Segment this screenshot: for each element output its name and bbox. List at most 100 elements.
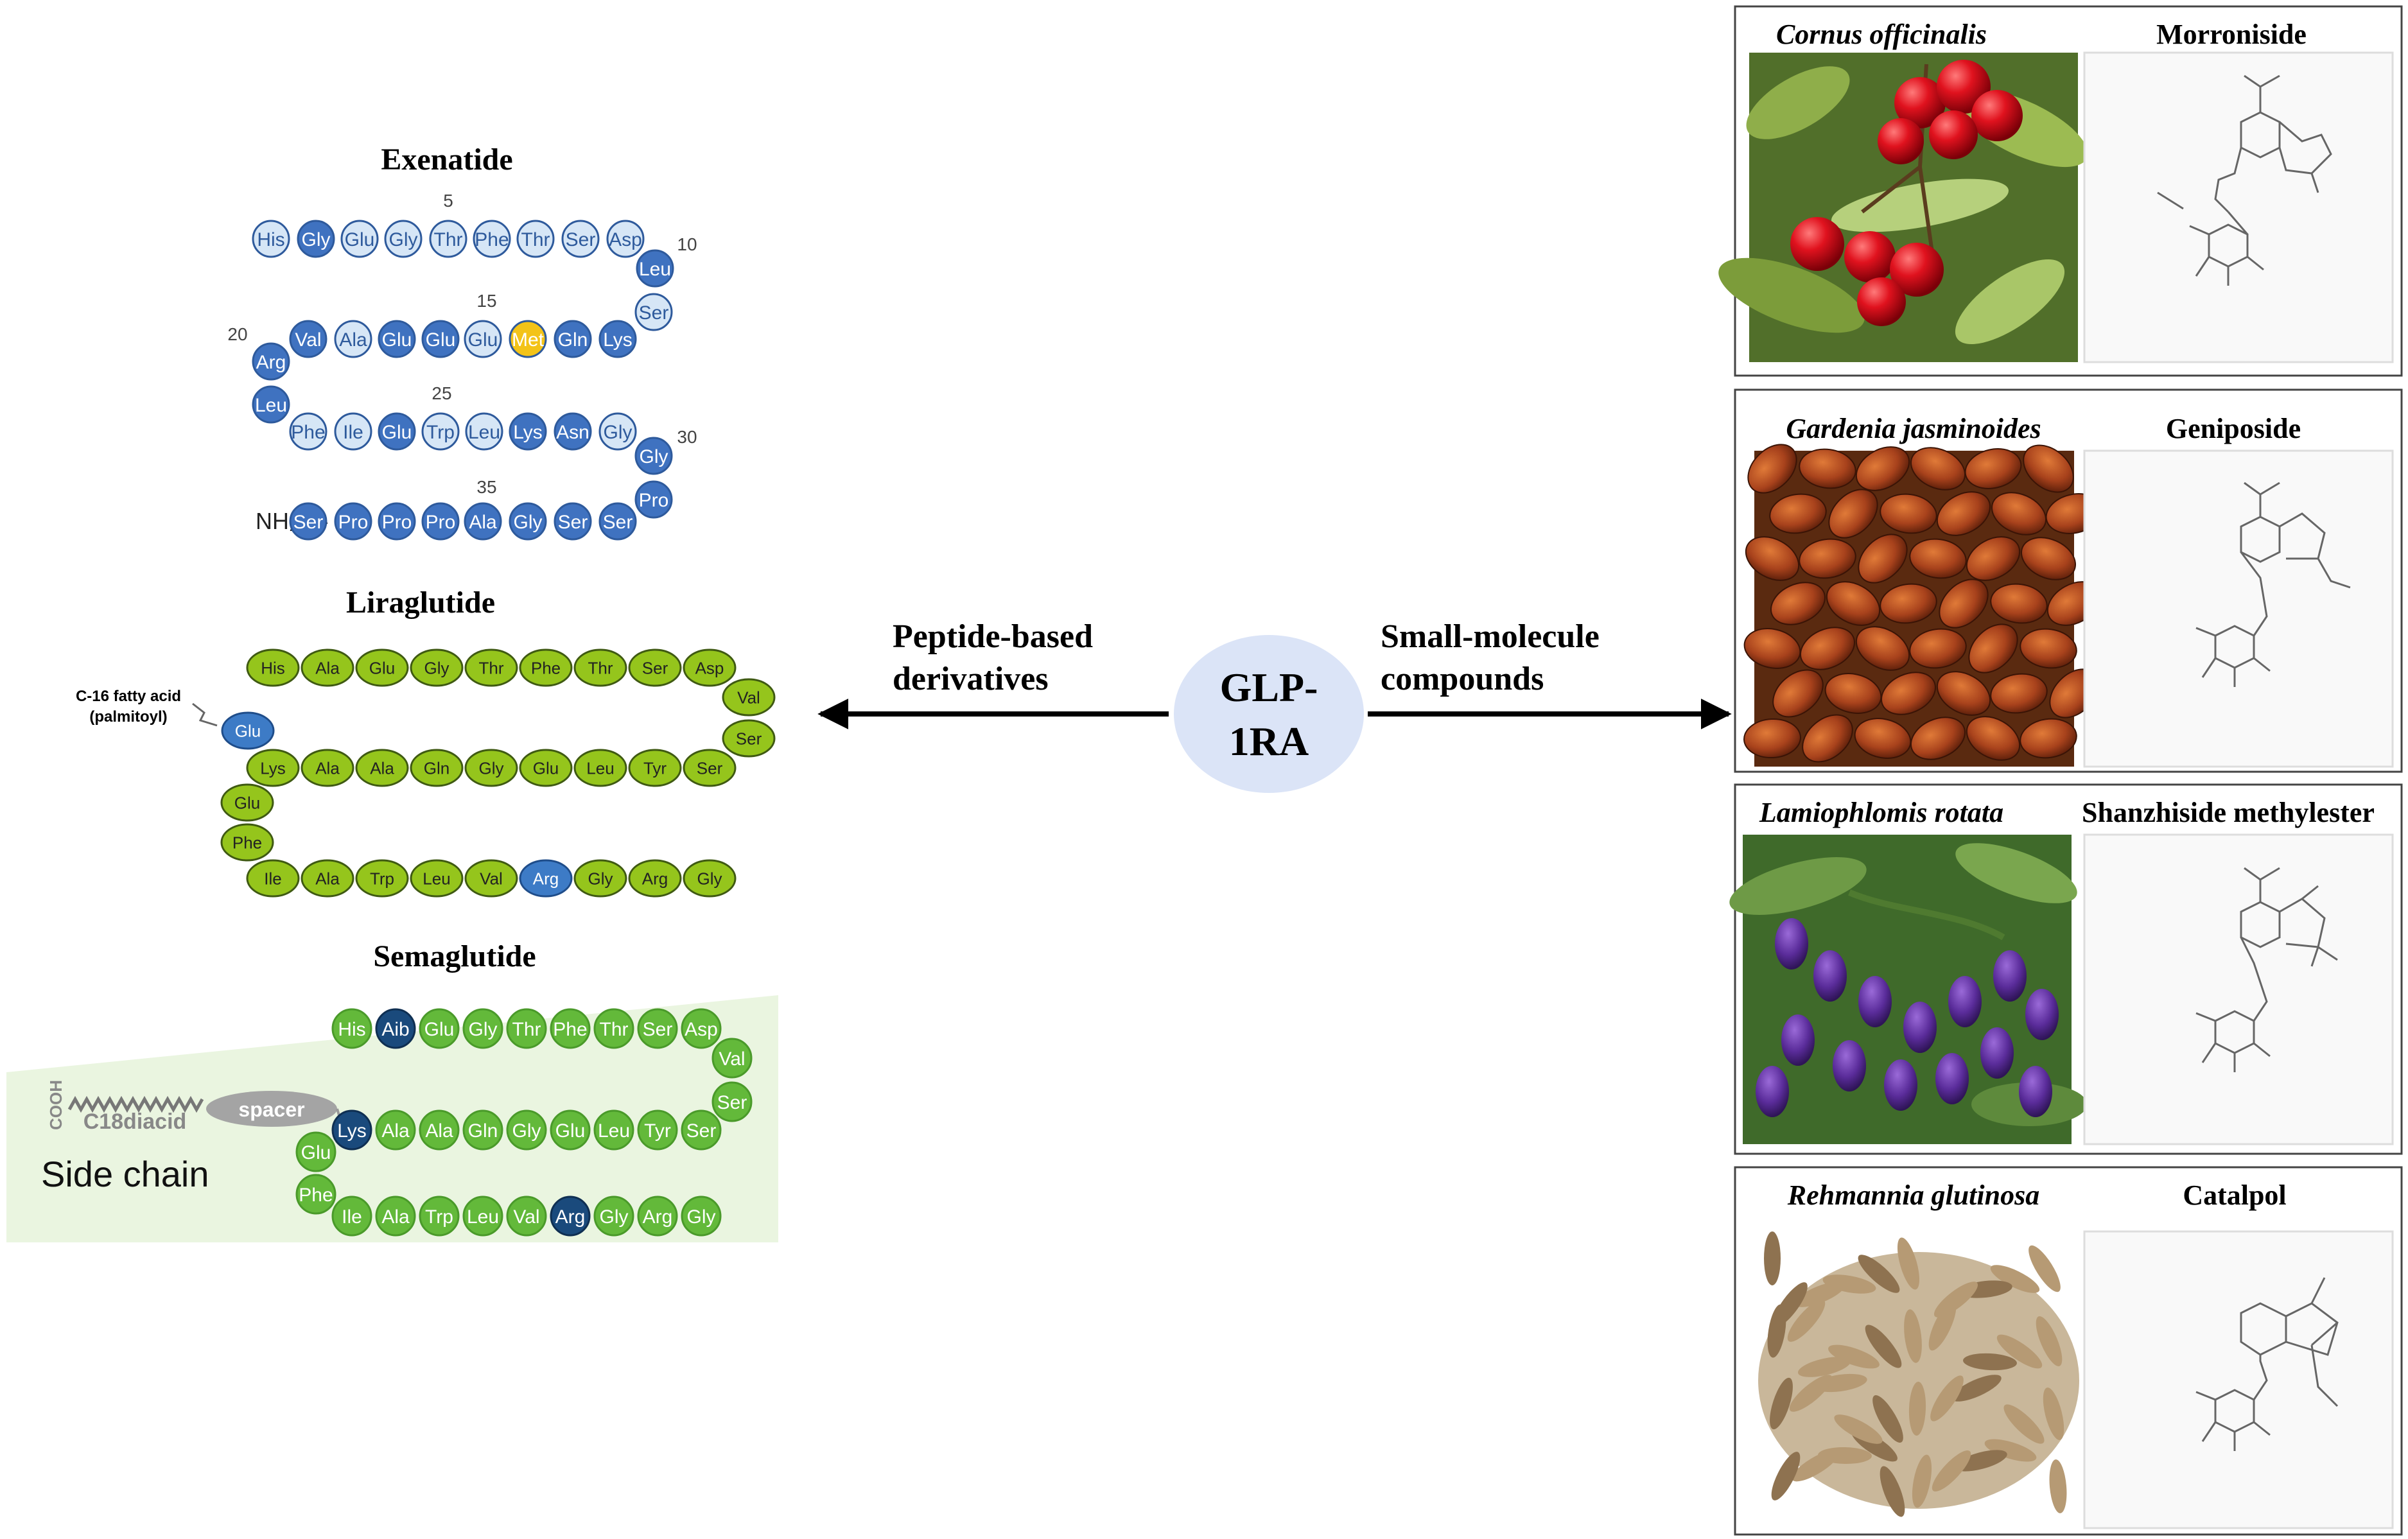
- exenatide-residue-his-label: His: [257, 229, 284, 250]
- catalpol-structure: [2083, 1230, 2394, 1529]
- liraglutide-residue-tyr-shape: [628, 749, 682, 787]
- exenatide-position-label: 15: [476, 291, 496, 311]
- rehmannia-photo: [1754, 1220, 2083, 1525]
- liraglutide-residue-leu: Leu: [573, 749, 627, 787]
- liraglutide-residue-gly-label: Gly: [697, 869, 722, 888]
- exenatide-title: Exenatide: [381, 143, 512, 177]
- liraglutide-residue-ala: Ala: [301, 648, 354, 687]
- left-arrow-label-line2: derivatives: [893, 661, 1049, 697]
- exenatide-residue-gly-label: Gly: [389, 229, 418, 250]
- semaglutide-residue-ala-label: Ala: [381, 1206, 410, 1228]
- c18-diacid-label: C18diacid: [83, 1109, 187, 1134]
- exenatide-residue-pro: Pro: [378, 502, 416, 541]
- compound-panels: Cornus officinalis Morroniside: [1718, 5, 2403, 1536]
- plant-name: Lamiophlomis rotata: [1759, 797, 2003, 828]
- liraglutide-residue-thr: Thr: [464, 648, 518, 687]
- semaglutide-residue-phe-shape: [295, 1174, 336, 1215]
- exenatide-residue-leu-shape: [465, 412, 503, 451]
- exenatide-residue-ser-label: Ser: [293, 512, 324, 533]
- liraglutide-residue-his: His: [246, 648, 300, 687]
- semaglutide-residue-ser-label: Ser: [717, 1092, 747, 1113]
- exenatide-residue-asp-shape: [606, 220, 645, 258]
- exenatide-residue-gly-shape: [509, 502, 547, 541]
- semaglutide-residue-ser-label: Ser: [643, 1019, 673, 1040]
- semaglutide-residue-ala-shape: [375, 1196, 416, 1237]
- exenatide-residue-thr: Thr: [429, 220, 467, 258]
- liraglutide-residue-gly-label: Gly: [479, 758, 504, 778]
- semaglutide-residue-aib: Aib: [375, 1008, 416, 1049]
- liraglutide-residue-gly: Gly: [410, 648, 464, 687]
- exenatide-residue-ser-shape: [554, 502, 592, 541]
- exenatide-residue-ala-shape: [334, 320, 372, 358]
- exenatide-residue-gly-label: Gly: [514, 512, 543, 533]
- liraglutide-residue-ala-shape: [355, 749, 409, 787]
- exenatide-residue-leu-shape: [252, 385, 290, 424]
- semaglutide-residue-tyr-label: Tyr: [644, 1120, 671, 1142]
- exenatide-diagram: Exenatide NH₂ — HisGlyGluGlyThrPheThrSer…: [227, 143, 697, 541]
- exenatide-residue-ser-shape: [561, 220, 600, 258]
- left-arrow-label-line1: Peptide-based: [893, 618, 1093, 655]
- liraglutide-residue-gln: Gln: [410, 749, 464, 787]
- exenatide-residue-met-shape: [509, 320, 547, 358]
- exenatide-residue-val-label: Val: [295, 329, 321, 351]
- exenatide-residue-asp: Asp: [606, 220, 645, 258]
- semaglutide-residue-ser: Ser: [681, 1109, 722, 1151]
- semaglutide-residue-leu-shape: [462, 1196, 503, 1237]
- semaglutide-residue-glu-shape: [550, 1109, 591, 1151]
- exenatide-residue-glu-label: Glu: [468, 329, 498, 351]
- semaglutide-residue-ile-shape: [331, 1196, 372, 1237]
- semaglutide-residue-ser-label: Ser: [686, 1120, 717, 1142]
- morroniside-structure: [2083, 51, 2394, 363]
- liraglutide-residue-gln-shape: [410, 749, 464, 787]
- exenatide-residue-phe-shape: [473, 220, 511, 258]
- shanzhiside-structure: [2083, 833, 2394, 1145]
- panel-catalpol: Rehmannia glutinosa Catalpol: [1734, 1166, 2403, 1536]
- exenatide-residue-pro-shape: [378, 502, 416, 541]
- gardenia-photo: [1743, 444, 2103, 767]
- glp1ra-ellipse: [1174, 635, 1364, 793]
- exenatide-residue-glu-shape: [378, 320, 416, 358]
- side-chain-label: Side chain: [41, 1154, 209, 1194]
- exenatide-residue-asn: Asn: [554, 412, 592, 451]
- liraglutide-residue-trp-label: Trp: [370, 869, 394, 888]
- exenatide-residue-ser-label: Ser: [603, 512, 633, 533]
- exenatide-residue-ile-label: Ile: [343, 422, 363, 443]
- liraglutide-residue-phe-label: Phe: [531, 658, 561, 677]
- semaglutide-residue-arg: Arg: [550, 1196, 591, 1237]
- semaglutide-residue-ser: Ser: [637, 1008, 678, 1049]
- exenatide-residue-pro: Pro: [634, 480, 673, 519]
- exenatide-residue-asn-shape: [554, 412, 592, 451]
- liraglutide-residue-ser-shape: [628, 648, 682, 687]
- liraglutide-residue-gly-shape: [683, 859, 737, 898]
- liraglutide-residue-ser: Ser: [628, 648, 682, 687]
- semaglutide-residue-phe: Phe: [550, 1008, 591, 1049]
- exenatide-residue-pro-label: Pro: [338, 512, 369, 533]
- liraglutide-diagram: Liraglutide C-16 fatty acid (palmitoyl) …: [76, 586, 776, 898]
- exenatide-residue-pro: Pro: [421, 502, 460, 541]
- semaglutide-residue-gly-label: Gly: [687, 1206, 716, 1228]
- right-arrow-label-line1: Small-molecule: [1381, 618, 1600, 655]
- exenatide-residue-his: His: [252, 220, 290, 258]
- semaglutide-residue-leu: Leu: [462, 1196, 503, 1237]
- exenatide-residue-phe-label: Phe: [475, 229, 509, 250]
- liraglutide-title: Liraglutide: [346, 586, 495, 620]
- semaglutide-residue-glu-label: Glu: [301, 1142, 331, 1163]
- semaglutide-residue-thr: Thr: [506, 1008, 547, 1049]
- semaglutide-residue-gly-label: Gly: [512, 1120, 541, 1142]
- liraglutide-residue-glu-shape: [519, 749, 573, 787]
- liraglutide-residue-leu: Leu: [410, 859, 464, 898]
- exenatide-residue-gly: Gly: [509, 502, 547, 541]
- exenatide-residue-gly-shape: [598, 412, 637, 451]
- liraglutide-residue-ile-shape: [246, 859, 300, 898]
- exenatide-residue-ala: Ala: [334, 320, 372, 358]
- liraglutide-residue-phe-shape: [519, 648, 573, 687]
- center-node: GLP- 1RA: [1174, 635, 1364, 793]
- semaglutide-residue-val-shape: [711, 1038, 753, 1079]
- exenatide-residue-phe: Phe: [473, 220, 511, 258]
- semaglutide-residue-trp-label: Trp: [425, 1206, 453, 1228]
- liraglutide-residue-ala-shape: [301, 859, 354, 898]
- exenatide-residue-leu: Leu: [465, 412, 503, 451]
- exenatide-position-label: 5: [443, 191, 453, 211]
- semaglutide-residue-val-label: Val: [719, 1048, 745, 1070]
- liraglutide-residue-gly: Gly: [464, 749, 518, 787]
